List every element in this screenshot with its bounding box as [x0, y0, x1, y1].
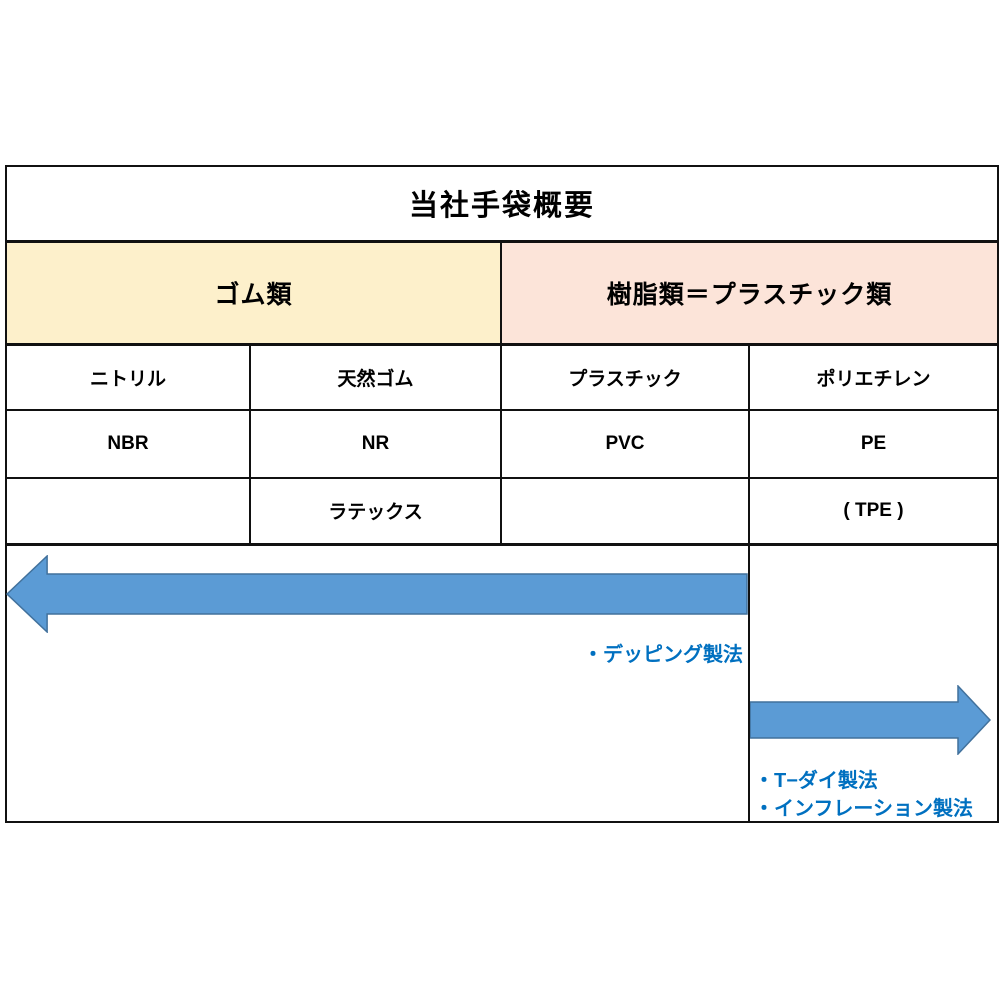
- material-code-pvc: PVC: [500, 409, 750, 479]
- group-header-rubber: ゴム類: [5, 239, 502, 346]
- glove-overview-table: 当社手袋概要 ゴム類 樹脂類＝プラスチック類 ニトリル 天然ゴム プラスチック …: [4, 165, 1000, 823]
- material-code-nbr: NBR: [5, 409, 251, 479]
- material-name-natural-rubber: 天然ゴム: [249, 343, 502, 411]
- material-code-pe: PE: [747, 409, 1000, 479]
- material-name-plastic: プラスチック: [500, 343, 750, 411]
- process-label-t-die: ・T−ダイ製法: [754, 769, 878, 792]
- material-name-polyethylene: ポリエチレン: [747, 343, 1000, 411]
- page-title: 当社手袋概要: [4, 165, 1000, 242]
- process-cell-extrusion: ・T−ダイ製法 ・インフレーション製法: [747, 543, 1000, 823]
- material-code-nr: NR: [249, 409, 502, 479]
- wide-right-arrow-icon: [750, 684, 991, 755]
- material-extra-tpe: ( TPE ): [747, 477, 1000, 546]
- material-extra-empty-2: [500, 477, 750, 546]
- material-name-nitrile: ニトリル: [5, 343, 251, 411]
- material-extra-empty-1: [5, 477, 251, 546]
- material-extra-latex: ラテックス: [249, 477, 502, 546]
- group-header-plastic: 樹脂類＝プラスチック類: [499, 239, 1000, 346]
- process-label-dipping: ・デッピング製法: [583, 643, 743, 666]
- process-label-inflation: ・インフレーション製法: [754, 797, 973, 820]
- wide-left-arrow-icon: [6, 554, 748, 633]
- process-cell-dipping: ・デッピング製法: [5, 543, 750, 823]
